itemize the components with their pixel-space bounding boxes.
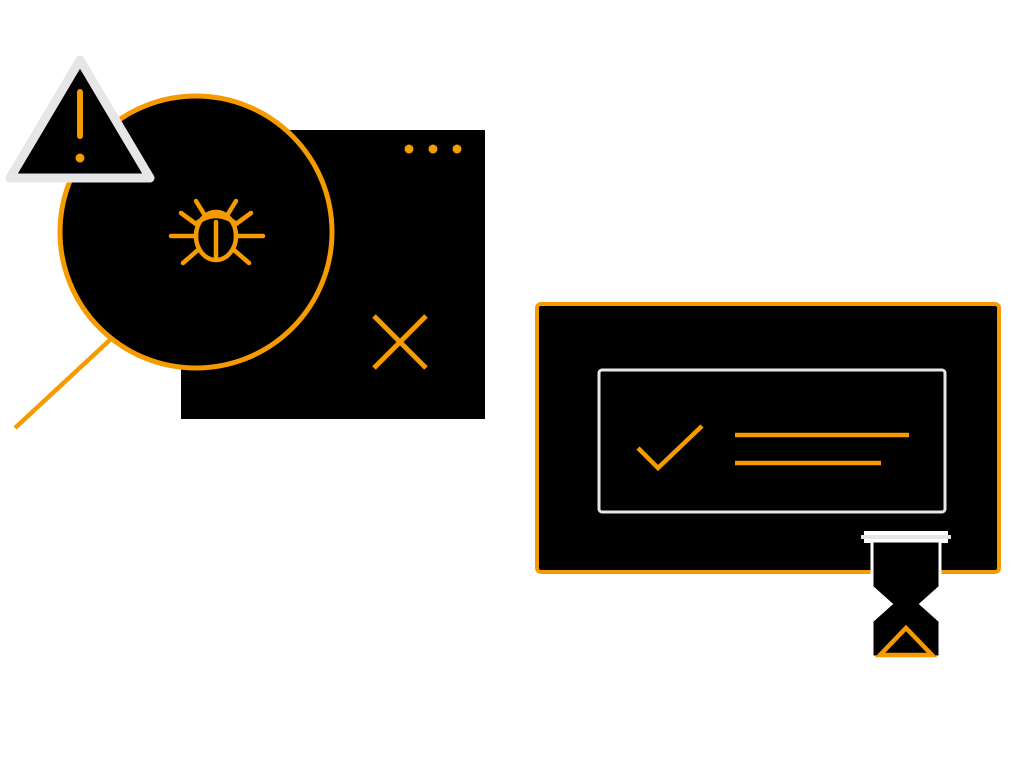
confirmation-card-icon (597, 368, 947, 514)
text-lines-icon (735, 432, 909, 466)
hourglass-body (870, 539, 942, 659)
bug-icon (168, 198, 266, 266)
magnifier-handle (13, 336, 114, 430)
confirmation-card-frame (597, 368, 947, 514)
hourglass-sand (874, 624, 938, 658)
left-illustration-group (5, 55, 485, 430)
close-x-icon (372, 314, 428, 370)
hourglass-icon (861, 531, 951, 659)
warning-exclamation-dot (75, 153, 85, 163)
window-menu-dots-icon (404, 144, 462, 154)
checkmark-icon (636, 424, 704, 472)
warning-icon (5, 55, 155, 183)
right-illustration-group (535, 302, 1001, 659)
